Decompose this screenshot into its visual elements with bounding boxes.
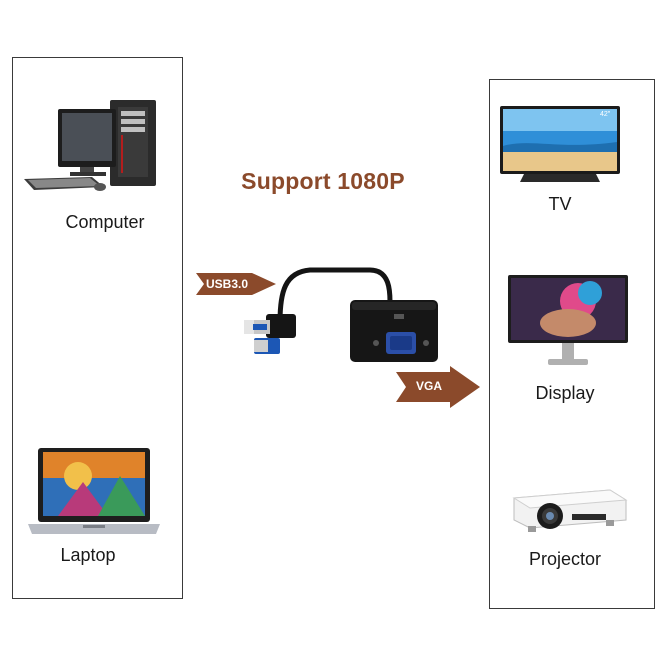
tv-label: TV (548, 194, 572, 214)
support-resolution-title: Support 1080P (241, 168, 405, 194)
usb-input-arrow-icon (196, 273, 276, 295)
desktop-computer-icon (24, 100, 156, 191)
usb-input-label: USB3.0 (206, 277, 249, 291)
vga-output-label: VGA (416, 379, 443, 393)
laptop-label: Laptop (60, 545, 116, 565)
projector-icon (512, 489, 628, 532)
usb-to-vga-adapter-icon (244, 267, 438, 362)
display-label: Display (535, 383, 595, 403)
monitor-icon (508, 275, 628, 365)
vga-output-arrow-icon (396, 366, 480, 408)
computer-label: Computer (65, 212, 145, 232)
tv-size-badge: 42" (600, 111, 611, 118)
tv-icon (500, 106, 620, 182)
laptop-icon (28, 448, 160, 534)
projector-label: Projector (528, 549, 602, 569)
